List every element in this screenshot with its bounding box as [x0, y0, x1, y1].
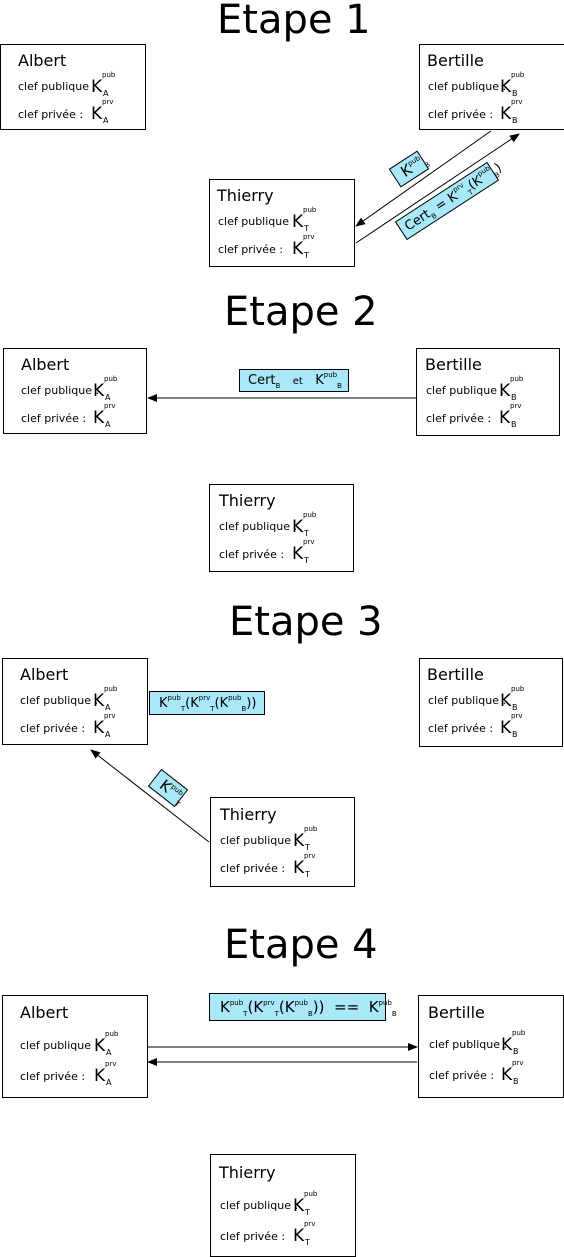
public-key-label: clef publique :	[18, 80, 97, 93]
private-key-label: clef privée :	[428, 722, 494, 735]
step-1-title: Etape 1	[217, 0, 371, 43]
party-name: Thierry	[219, 491, 276, 510]
step-2-title: Etape 2	[224, 289, 378, 335]
party-name: Thierry	[217, 186, 274, 205]
step2-message-cert-and-key: CertB et KpubB	[239, 369, 349, 392]
public-key-label: clef publique :	[218, 215, 297, 228]
step3-message-decrypt-cert: KpubT(KprvT(KpubB))	[149, 691, 265, 715]
private-key-label: clef privée :	[21, 412, 87, 425]
step-4-title: Etape 4	[224, 922, 378, 968]
party-name: Albert	[20, 665, 69, 684]
public-key-label: clef publique :	[220, 834, 299, 847]
private-key-label: clef privée :	[20, 722, 86, 735]
public-key-label: clef publique :	[21, 384, 100, 397]
public-key-label: clef publique :	[426, 384, 505, 397]
public-key-label: clef publique :	[20, 694, 99, 707]
party-name: Bertille	[427, 51, 484, 70]
step4-message-verification: KpubT(KprvT(KpubB)) == KpubB	[209, 993, 397, 1021]
private-key-label: clef privée :	[429, 1069, 495, 1082]
public-key-label: clef publique :	[428, 694, 507, 707]
step-3-title: Etape 3	[229, 599, 383, 645]
private-key-label: clef privée :	[218, 243, 284, 256]
step1-arrow-bertille-to-thierry	[355, 130, 492, 227]
party-name: Albert	[20, 1003, 69, 1022]
public-key-label: clef publique :	[220, 1199, 299, 1212]
private-key-label: clef privée :	[20, 1070, 86, 1083]
party-name: Albert	[18, 51, 67, 70]
public-key-label: clef publique :	[219, 520, 298, 533]
party-name: Thierry	[220, 805, 277, 824]
party-name: Thierry	[219, 1163, 276, 1182]
private-key-label: clef privée :	[220, 862, 286, 875]
party-name: Bertille	[427, 665, 484, 684]
public-key-label: clef publique :	[429, 1038, 508, 1051]
step1-arrow-thierry-to-bertille	[355, 133, 520, 244]
private-key-label: clef privée :	[18, 108, 84, 121]
public-key-label: clef publique :	[20, 1039, 99, 1052]
public-key-label: clef publique :	[428, 80, 507, 93]
party-name: Bertille	[428, 1003, 485, 1022]
party-name: Albert	[21, 355, 70, 374]
party-name: Bertille	[425, 355, 482, 374]
private-key-label: clef privée :	[219, 548, 285, 561]
step3-arrow-thierry-to-albert	[90, 749, 210, 843]
private-key-label: clef privée :	[428, 108, 494, 121]
private-key-label: clef privée :	[220, 1230, 286, 1243]
private-key-label: clef privée :	[426, 412, 492, 425]
